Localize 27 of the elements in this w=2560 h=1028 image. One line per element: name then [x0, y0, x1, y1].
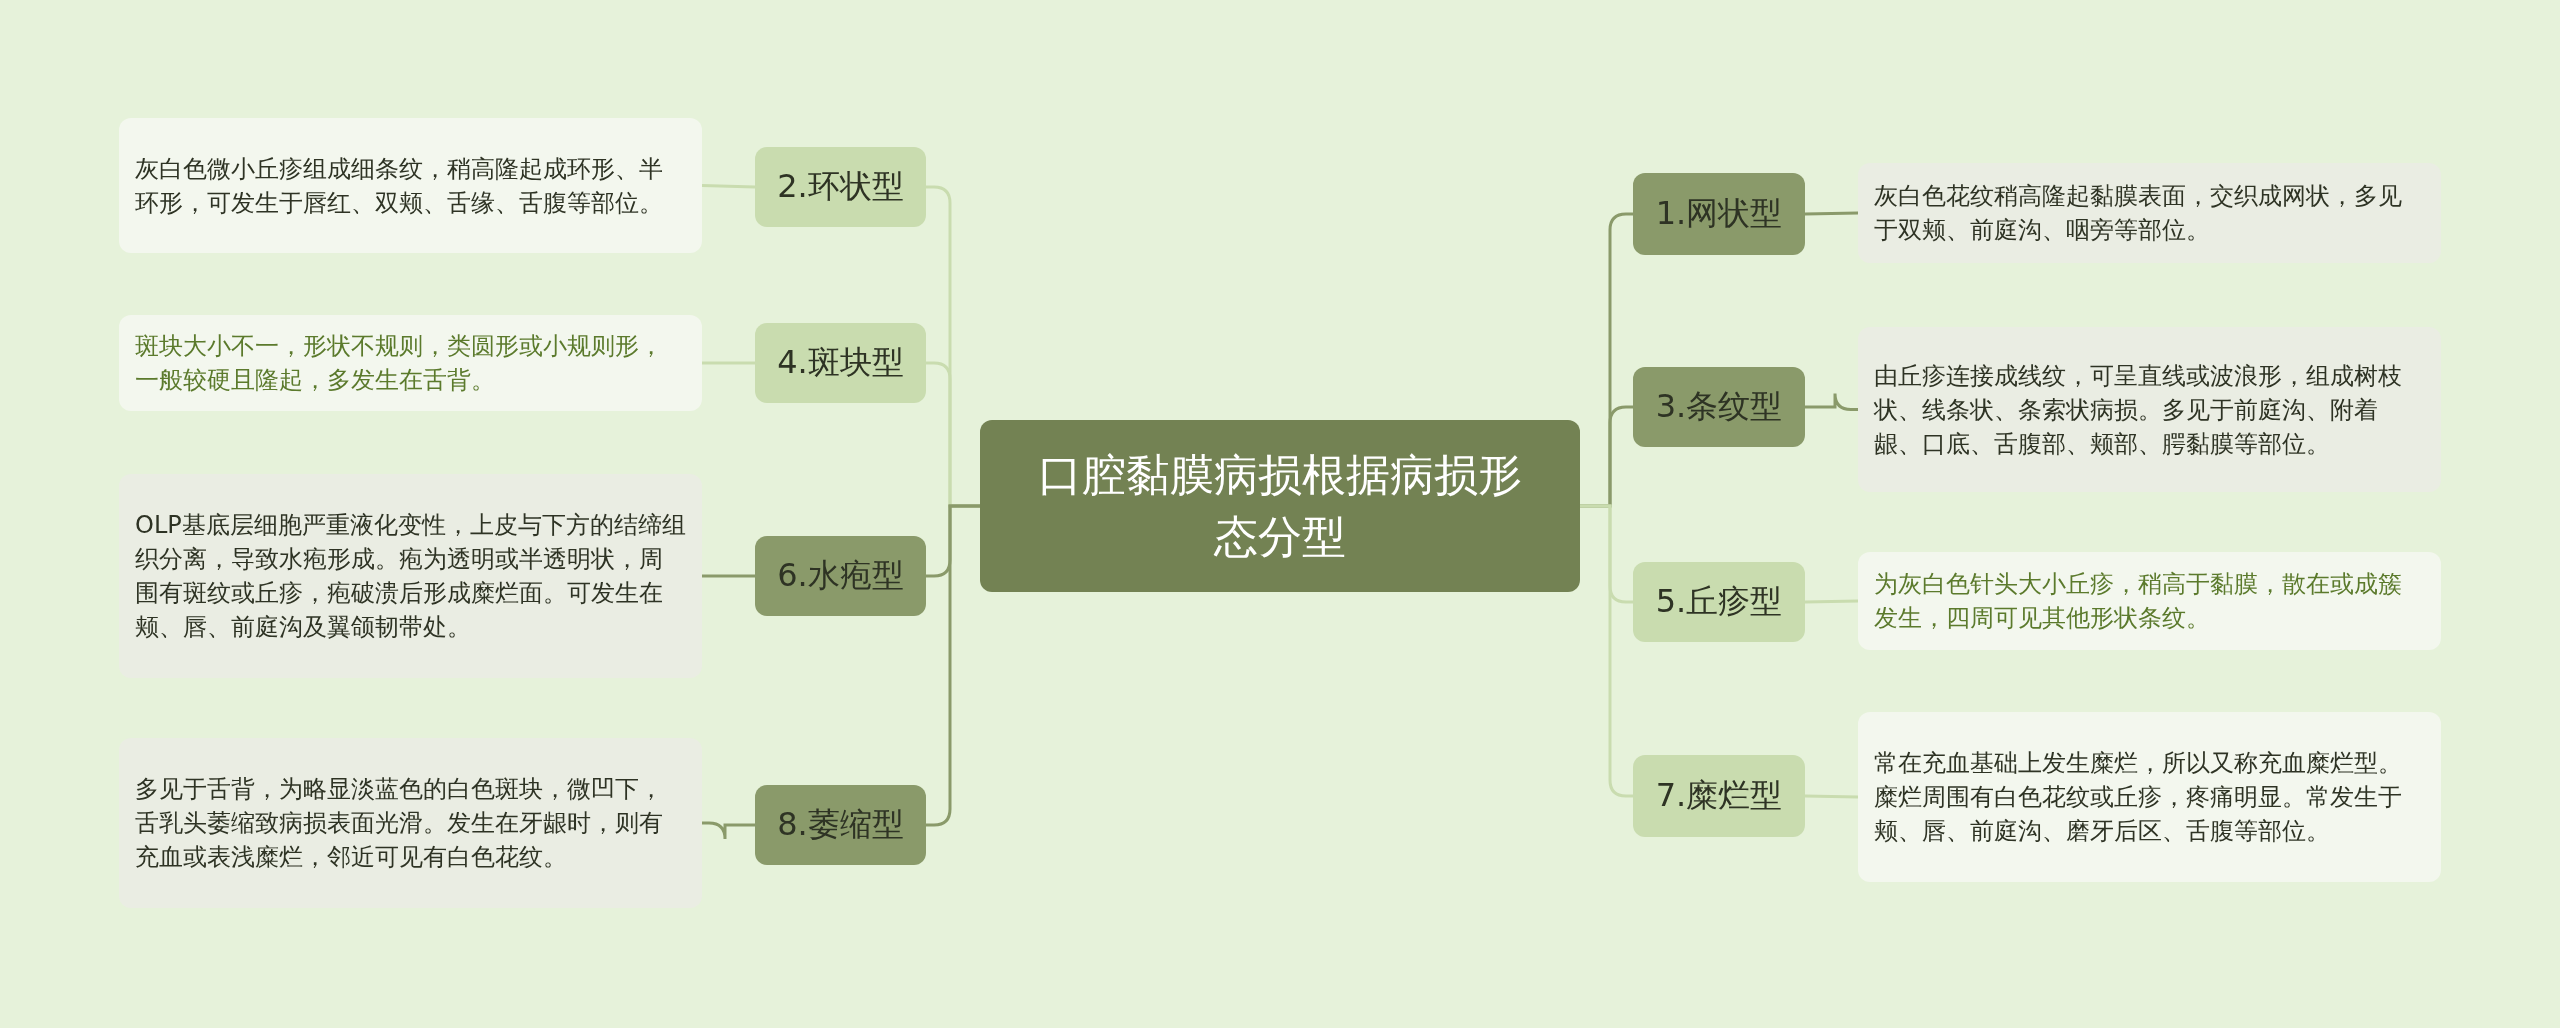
- branch-topic: 1.网状型: [1633, 173, 1805, 255]
- description-card: 灰白色微小丘疹组成细条纹，稍高隆起成环形、半环形，可发生于唇红、双颊、舌缘、舌腹等部位。: [119, 118, 702, 253]
- branch-topic: 5.丘疹型: [1633, 562, 1805, 642]
- branch-topic: 2.环状型: [755, 147, 926, 227]
- branch-topic: 6.水疱型: [755, 536, 926, 616]
- branch-topic: 3.条纹型: [1633, 367, 1805, 447]
- connector-line: [702, 574, 755, 578]
- branch-topic: 8.萎缩型: [755, 785, 926, 865]
- connector-line: [1804, 599, 1859, 604]
- root-topic: 口腔黏膜病损根据病损形态分型: [980, 420, 1580, 592]
- connector-line: [1804, 794, 1859, 799]
- connector-line: [926, 504, 980, 827]
- connector-line: [1580, 504, 1633, 798]
- connector-line: [702, 821, 755, 841]
- connector-line: [1805, 392, 1858, 411]
- description-card: 斑块大小不一，形状不规则，类圆形或小规则形，一般较硬且隆起，多发生在舌背。: [119, 315, 702, 411]
- description-card: 多见于舌背，为略显淡蓝色的白色斑块，微凹下，舌乳头萎缩致病损表面光滑。发生在牙龈时，则有充血或表浅糜烂，邻近可见有白色花纹。: [119, 738, 702, 908]
- description-card: 由丘疹连接成线纹，可呈直线或波浪形，组成树枝状、线条状、条索状病损。多见于前庭沟、附着龈、口底、舌腹部、颊部、腭黏膜等部位。: [1858, 327, 2441, 492]
- description-card: 灰白色花纹稍高隆起黏膜表面，交织成网状，多见于双颊、前庭沟、咽旁等部位。: [1858, 163, 2441, 263]
- description-card: OLP基底层细胞严重液化变性，上皮与下方的结缔组织分离，导致水疱形成。疱为透明或半透明状，周围有斑纹或丘疹，疱破溃后形成糜烂面。可发生在颊、唇、前庭沟及翼颌韧带处。: [119, 474, 702, 678]
- connector-line: [701, 184, 756, 189]
- description-card: 常在充血基础上发生糜烂，所以又称充血糜烂型。糜烂周围有白色花纹或丘疹，疼痛明显。常发生于颊、唇、前庭沟、磨牙后区、舌腹等部位。: [1858, 712, 2441, 882]
- branch-topic: 4.斑块型: [755, 323, 926, 403]
- connector-line: [702, 361, 755, 365]
- connector-line: [1804, 211, 1859, 216]
- description-card: 为灰白色针头大小丘疹，稍高于黏膜，散在或成簇发生，四周可见其他形状条纹。: [1858, 552, 2441, 650]
- branch-topic: 7.糜烂型: [1633, 755, 1805, 837]
